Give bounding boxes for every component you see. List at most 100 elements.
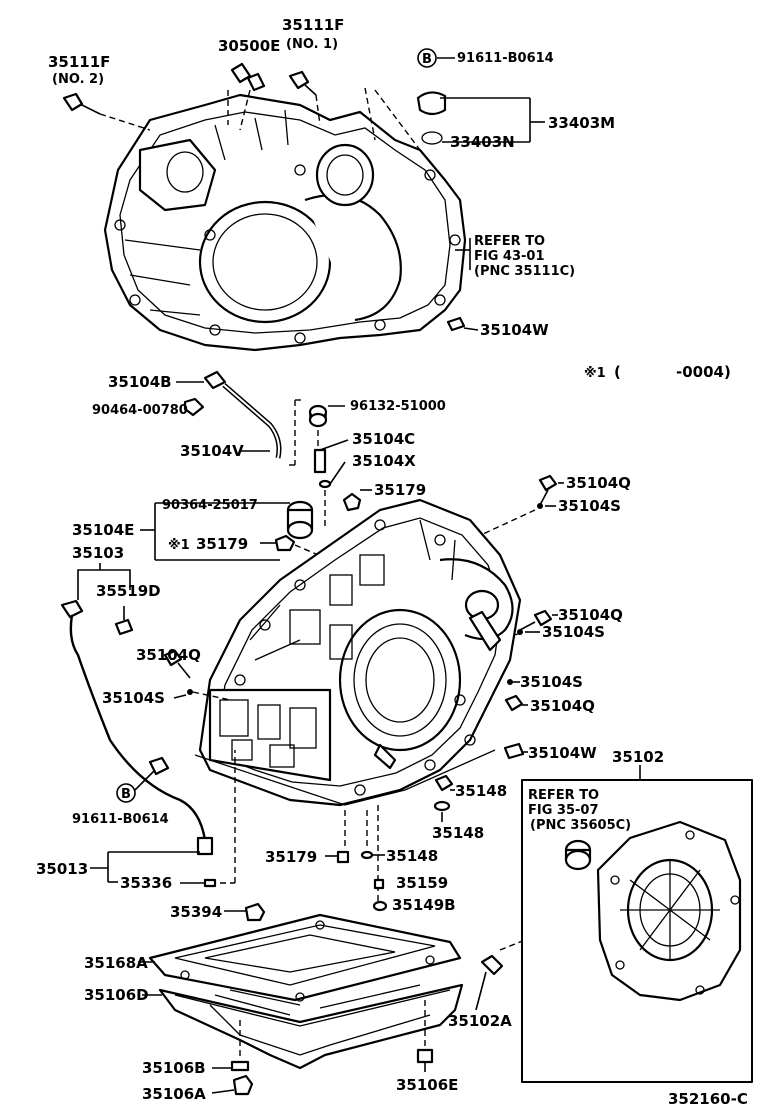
ring-35149B [372,900,388,912]
oil-pan [148,913,464,1070]
label-35104Q-c: 35104Q [136,646,201,664]
label-35104Q-a: 35104Q [566,474,631,492]
label-35104V: 35104V [180,442,244,460]
bolt-35104Q-c [163,649,191,679]
sensor-harness-35103 [60,599,214,856]
plug-35148-a [434,774,454,792]
label-35104Q-d: 35104Q [530,697,595,715]
gasket-35148-c [360,850,374,860]
label-35104S-c: 35104S [102,689,165,707]
gasket-35106B [230,1060,250,1072]
label-35111F-no1: 35111F [282,16,344,34]
refer-43-line1: REFER TO [474,234,545,249]
label-35179-b: 35179 [196,535,248,553]
label-33403N: 33403N [450,133,515,151]
refer-35-line1: REFER TO [528,788,599,803]
label-91611-B0614-top: 91611-B0614 [457,51,554,66]
bolt-35102A [480,954,504,976]
bolt-35111F-no1 [288,70,317,96]
part-labels: 35111F (NO. 2) 30500E 35111F (NO. 1) 916… [36,16,748,1108]
refer-43-line3: (PNC 35111C) [474,264,575,279]
b-marker-bottom [116,783,136,803]
bolt-35104Q-b [519,609,553,631]
refer-note-fig-43-01: REFER TO FIG 43-01 (PNC 35111C) [474,234,575,279]
sensor-33403M [416,91,447,145]
clip-35394 [244,902,266,922]
valve-35104C [313,439,349,474]
label-35148-a: 35148 [455,782,507,800]
refer-note-fig-35-07: REFER TO FIG 35-07 (PNC 35605C) [528,788,631,833]
b-marker-top [417,48,437,68]
b-marker-top-text: B [422,52,432,67]
label-35111F-no2: 35111F [48,53,110,71]
clip-35104W-top [446,316,466,332]
label-35111F-no2-sub: (NO. 2) [52,72,104,87]
transmission-case [194,498,522,807]
label-35104S-d: 35104S [520,673,583,691]
label-35111F-no1-sub: (NO. 1) [286,37,338,52]
label-35103: 35103 [72,544,124,562]
label-90364-25017: 90364-25017 [162,498,258,513]
plug-96132 [308,404,328,428]
range-note: ※1 ( -0004) [584,363,731,381]
refer-35-line3: (PNC 35605C) [530,818,631,833]
range-note-text: -0004) [676,363,731,381]
bolt-35104Q-d [504,694,524,712]
label-33403M: 33403M [548,114,615,132]
ring-35104X [318,479,332,489]
label-35106B: 35106B [142,1059,206,1077]
label-35102: 35102 [612,748,664,766]
plug-35179-c [336,850,350,864]
label-96132-51000: 96132-51000 [350,399,446,414]
diagram-number: 352160-C [668,1090,748,1108]
label-35179-c: 35179 [265,848,317,866]
label-35148-b: 35148 [432,824,484,842]
bolt-35111F-no2 [62,92,101,115]
label-35106D: 35106D [84,986,149,1004]
clip-90464 [183,397,205,417]
label-35104W-mid: 35104W [528,744,597,762]
bolt-35104Q-a [538,474,558,506]
refer-35-line2: FIG 35-07 [528,803,599,818]
plug-35179-b [274,534,296,552]
label-35394: 35394 [170,903,222,921]
clip-91611-bottom [148,756,170,776]
label-35336: 35336 [120,874,172,892]
range-note-open: ( [614,363,621,381]
clip-35336 [203,878,217,888]
valve-35159 [373,878,385,890]
label-91611-B0614-bottom: 91611-B0614 [72,812,169,827]
extension-housing-35102 [596,820,742,1002]
label-30500E: 30500E [218,37,280,55]
label-35179-a: 35179 [374,481,426,499]
label-35102A: 35102A [448,1012,512,1030]
label-35013: 35013 [36,860,88,878]
plug-35106A [232,1074,254,1096]
gasket-35148-b [433,800,451,812]
clip-35519D [114,618,134,636]
range-note-marker: ※1 [584,366,606,381]
label-35179-b-mark: ※1 [168,538,190,553]
label-35519D: 35519D [96,582,161,600]
label-35104C: 35104C [352,430,415,448]
tube-35104V [203,370,282,459]
label-35104S-b: 35104S [542,623,605,641]
bolt-35106E [416,1048,434,1064]
transaxle-housing [103,93,467,352]
filter-90364 [286,500,314,540]
clip-35104W-mid [503,742,525,760]
label-35104W-top: 35104W [480,321,549,339]
label-35149B: 35149B [392,896,456,914]
refer-43-line2: FIG 43-01 [474,249,545,264]
label-35104B: 35104B [108,373,172,391]
label-35104S-a: 35104S [558,497,621,515]
bolt-30500E [230,62,266,92]
label-90464-00780: 90464-00780 [92,403,188,418]
seal-35605C [564,839,592,871]
label-35104Q-b: 35104Q [558,606,623,624]
label-35104E: 35104E [72,521,134,539]
plug-35179-a [342,492,362,512]
label-35106E: 35106E [396,1076,458,1094]
